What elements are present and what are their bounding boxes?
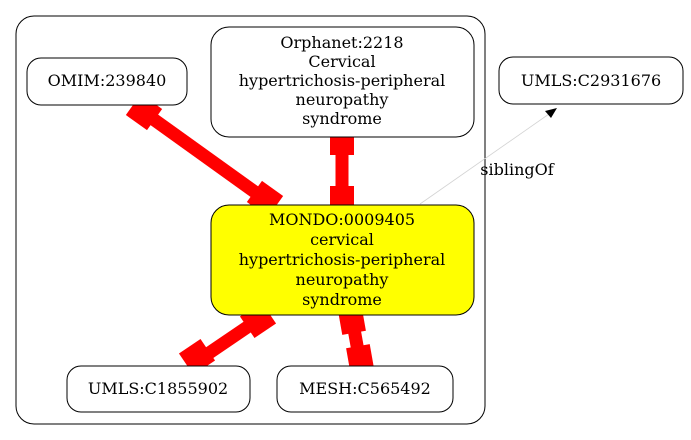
cluster-box bbox=[15, 15, 486, 425]
edge-omim-mondo bbox=[131, 100, 277, 211]
node-mesh-label: MESH:C565492 bbox=[299, 379, 431, 398]
node-orphanet-line-2: Cervical bbox=[308, 52, 375, 71]
node-umls-c1855902-label: UMLS:C1855902 bbox=[88, 379, 228, 398]
node-mondo-line-2: cervical bbox=[310, 230, 374, 249]
node-mondo-line-4: neuropathy bbox=[296, 270, 389, 289]
node-mondo-line-5: syndrome bbox=[302, 290, 382, 309]
node-orphanet-line-4: neuropathy bbox=[296, 90, 389, 109]
edge-sibling-label: siblingOf bbox=[480, 160, 554, 179]
node-mondo[interactable]: MONDO:0009405 cervical hypertrichosis-pe… bbox=[210, 204, 475, 316]
node-umls-c2931676[interactable]: UMLS:C2931676 bbox=[498, 56, 684, 105]
node-mondo-line-3: hypertrichosis-peripheral bbox=[239, 250, 446, 269]
edge-sibling bbox=[419, 113, 550, 205]
node-orphanet-line-3: hypertrichosis-peripheral bbox=[239, 71, 446, 90]
node-orphanet[interactable]: Orphanet:2218 Cervical hypertrichosis-pe… bbox=[210, 26, 475, 138]
node-omim-label: OMIM:239840 bbox=[48, 71, 167, 90]
node-mesh[interactable]: MESH:C565492 bbox=[276, 365, 454, 413]
node-orphanet-line-1: Orphanet:2218 bbox=[280, 33, 403, 52]
node-mondo-line-1: MONDO:0009405 bbox=[269, 210, 415, 229]
edge-mondo-mesh-end-cap bbox=[346, 344, 374, 372]
node-omim[interactable]: OMIM:239840 bbox=[26, 57, 188, 106]
node-orphanet-line-5: syndrome bbox=[302, 109, 382, 128]
node-umls-c2931676-label: UMLS:C2931676 bbox=[521, 71, 661, 90]
node-umls-c1855902[interactable]: UMLS:C1855902 bbox=[66, 365, 251, 413]
edge-sibling-arrowhead bbox=[545, 108, 557, 118]
